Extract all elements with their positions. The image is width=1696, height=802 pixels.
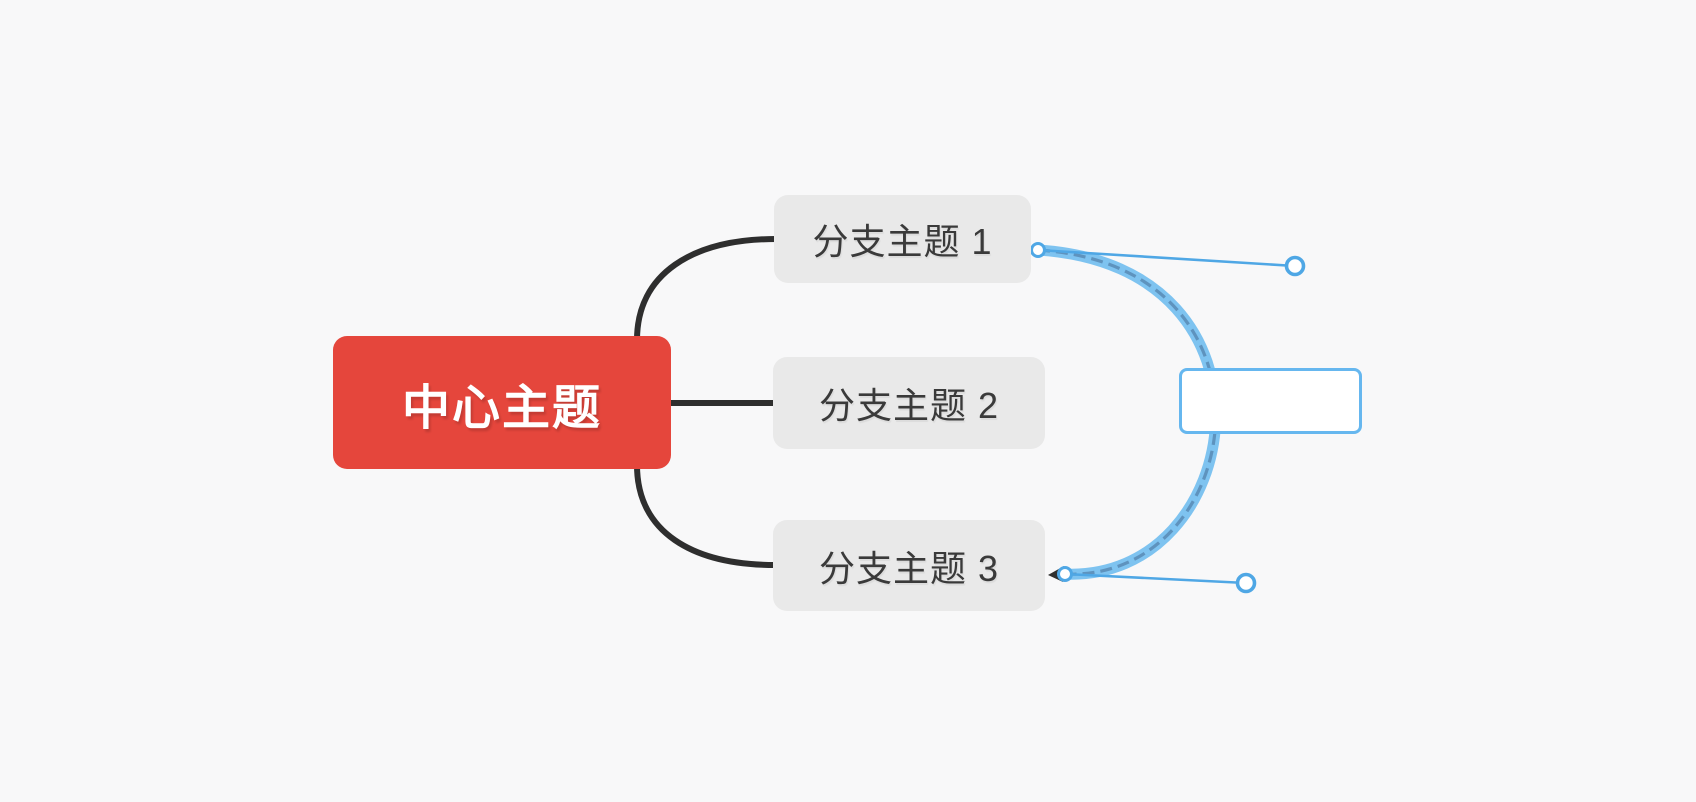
branch-topic-2[interactable]: 分支主题 2 — [773, 357, 1045, 449]
connector-central-to-branch3 — [634, 462, 778, 568]
branch-topic-3[interactable]: 分支主题 3 — [773, 520, 1045, 611]
branch-topic-1-label: 分支主题 1 — [812, 221, 993, 262]
central-topic-label: 中心主题 — [401, 381, 602, 435]
relationship-end-anchor[interactable] — [1057, 566, 1073, 582]
branch-topic-3-label: 分支主题 3 — [818, 547, 1000, 589]
control-line-start — [1037, 248, 1296, 268]
control-line-end — [1064, 572, 1247, 585]
branch-topic-1[interactable]: 分支主题 1 — [774, 195, 1031, 283]
connector-central-to-branch1 — [634, 236, 779, 343]
relationship-control-handle-end[interactable] — [1235, 572, 1257, 594]
relationship-control-handle-start[interactable] — [1284, 255, 1306, 277]
relationship-label-input[interactable] — [1179, 368, 1362, 434]
relationship-start-anchor[interactable] — [1030, 242, 1046, 258]
central-topic[interactable]: 中心主题 — [333, 336, 671, 469]
branch-topic-2-label: 分支主题 2 — [818, 385, 1000, 426]
